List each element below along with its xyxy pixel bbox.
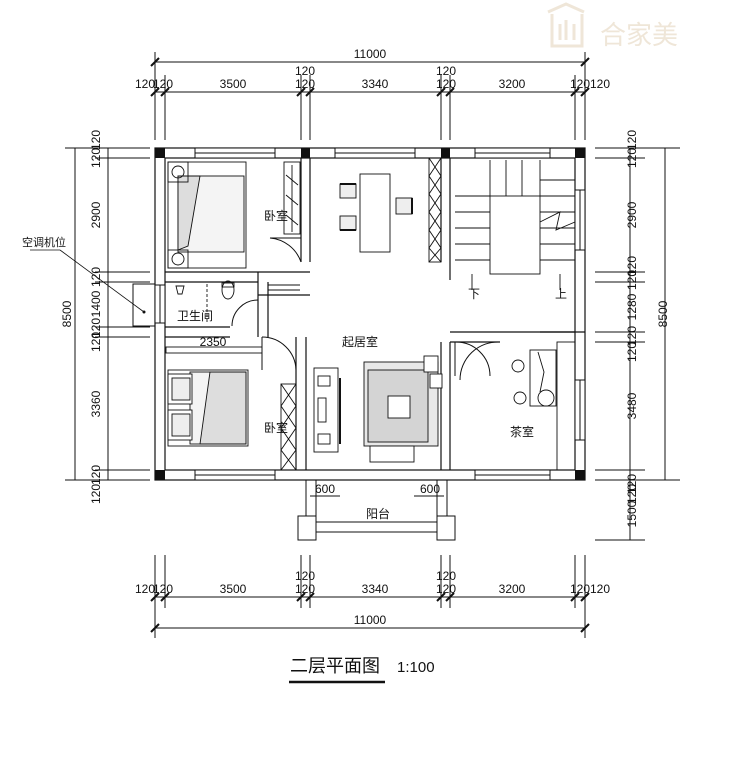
dim-right-9: 120 (625, 474, 639, 494)
dim-bottom-5: 120 (436, 569, 456, 583)
dim-bottom-5b: 120 (436, 582, 456, 596)
dim-left-5: 120 (89, 318, 103, 338)
top-dimensions: 11000 120 120 3500 120 3340 120 3200 120… (135, 47, 610, 91)
dim-right-6: 120 (625, 326, 639, 346)
dim-600-left: 600 (315, 482, 335, 496)
dim-bottom-4: 3340 (362, 582, 389, 596)
dim-top-3b: 120 (295, 77, 315, 91)
staircase (455, 160, 576, 290)
dim-bottom-7: 120 (570, 582, 590, 596)
dim-right-4: 120 (625, 270, 639, 290)
dim-bottom-1: 120 (153, 582, 173, 596)
dim-right-8: 3480 (625, 392, 639, 419)
ac-label: 空调机位 (22, 235, 66, 249)
windows (154, 147, 586, 481)
label-balcony: 阳台 (366, 506, 390, 521)
dim-right-0: 120 (625, 130, 639, 150)
dim-bottom-3: 120 (295, 569, 315, 583)
dim-total-depth-right: 8500 (656, 300, 670, 327)
dim-left-0: 120 (89, 130, 103, 150)
dimension-ticks (150, 57, 590, 633)
dim-top-5: 120 (436, 64, 456, 78)
dim-top-8: 120 (590, 77, 610, 91)
dim-top-6: 3200 (499, 77, 526, 91)
label-stair-up: 上 (555, 287, 567, 301)
bookshelf (428, 157, 442, 263)
dim-total-depth-left: 8500 (60, 300, 74, 327)
bottom-dimensions: 11000 120 120 3500 120 3340 120 3200 120… (135, 569, 610, 627)
ac-unit: 空调机位 (22, 235, 156, 327)
dim-2350: 2350 (200, 335, 227, 349)
dim-right-1: 120 (625, 148, 639, 168)
brand-logo-text: 合家美 (600, 21, 678, 51)
plan-scale: 1:100 (397, 659, 435, 676)
dim-top-4: 3340 (362, 77, 389, 91)
dim-bottom-0: 120 (135, 582, 155, 596)
label-bedroom-top: 卧室 (264, 208, 288, 223)
dim-right-5: 1280 (625, 293, 639, 320)
dim-left-4: 1400 (89, 290, 103, 317)
dim-left-9: 120 (89, 484, 103, 504)
label-bedroom-bottom: 卧室 (264, 420, 288, 435)
dim-bottom-2: 3500 (220, 582, 247, 596)
right-dimensions: 8500 120 120 2900 120 120 1280 120 120 3… (625, 130, 670, 528)
dim-top-0: 120 (135, 77, 155, 91)
sofa-set (363, 355, 443, 463)
dim-600-right: 600 (420, 482, 440, 496)
left-dimensions: 8500 120 120 2900 120 1400 120 120 3360 … (60, 130, 103, 504)
dim-top-5b: 120 (436, 77, 456, 91)
tv-cabinet (313, 367, 341, 453)
label-tea-room: 茶室 (510, 424, 534, 439)
desk (339, 173, 413, 253)
brand-logo: 合家美 (547, 2, 678, 51)
dim-top-1: 120 (153, 77, 173, 91)
plan-title: 二层平面图 (290, 656, 380, 677)
bed-bottom (165, 346, 263, 447)
dim-left-6: 120 (89, 332, 103, 352)
dim-top-7: 120 (570, 77, 590, 91)
tea-room-furniture (511, 341, 576, 471)
bathroom-fixtures (175, 280, 300, 324)
balcony (297, 480, 456, 541)
label-bathroom: 卫生间 (177, 309, 213, 323)
dim-right-2: 2900 (625, 201, 639, 228)
dim-right-10: 1500 (625, 500, 639, 527)
dim-left-1: 120 (89, 148, 103, 168)
wall-columns (155, 148, 585, 480)
dim-top-2: 3500 (220, 77, 247, 91)
label-living-room: 起居室 (342, 334, 378, 349)
dim-left-2: 2900 (89, 201, 103, 228)
dim-bottom-8: 120 (590, 582, 610, 596)
dim-total-width-top: 11000 (354, 47, 387, 61)
dim-right-7: 120 (625, 342, 639, 362)
dim-left-7: 3360 (89, 390, 103, 417)
house-logo-icon (547, 2, 585, 48)
doors (231, 237, 501, 381)
wardrobe-top (283, 161, 301, 235)
wardrobe-bottom (280, 383, 297, 471)
dim-top-3: 120 (295, 64, 315, 78)
bed-top (167, 161, 247, 269)
dim-bottom-3b: 120 (295, 582, 315, 596)
dim-right-3: 120 (625, 256, 639, 276)
dim-right-11: 120 (625, 484, 639, 504)
dim-bottom-6: 3200 (499, 582, 526, 596)
dim-total-width-bottom: 11000 (354, 613, 387, 627)
label-stair-down: 下 (468, 287, 480, 301)
dim-left-8: 120 (89, 465, 103, 485)
